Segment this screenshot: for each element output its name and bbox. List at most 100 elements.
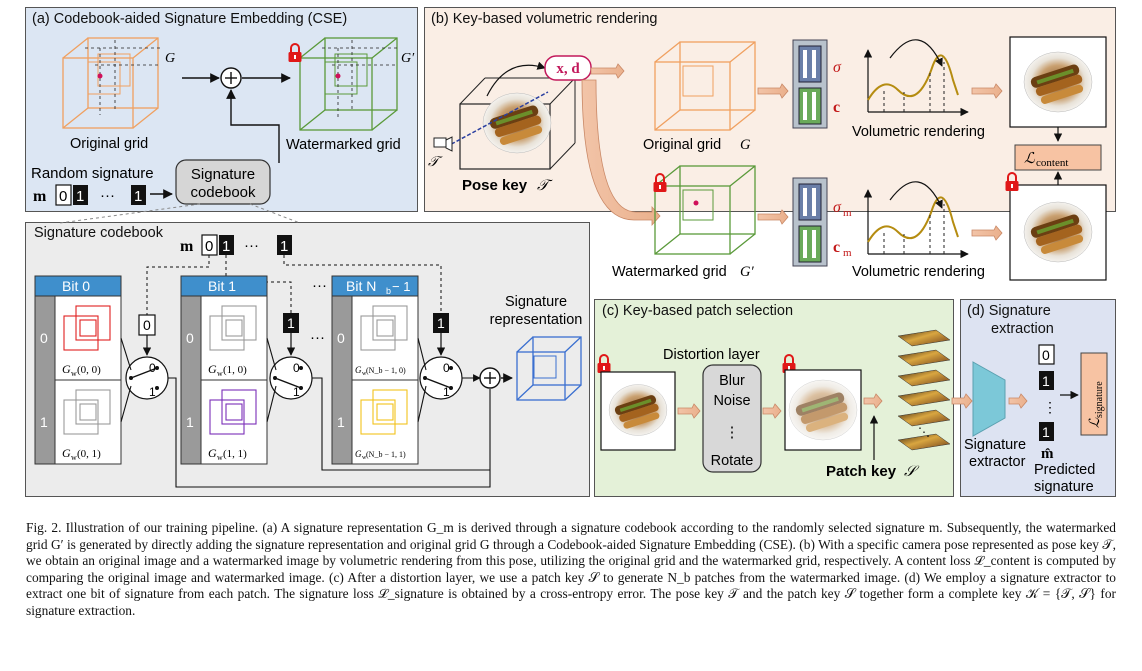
plus-circle-a	[220, 67, 242, 89]
switch-input-0-text: 0	[143, 317, 151, 333]
c-distorted-food	[788, 379, 858, 441]
b-wm-point	[693, 200, 699, 206]
vol-rendering-label-2: Volumetric rendering	[852, 264, 985, 280]
row-label-0-a: 0	[40, 330, 48, 346]
svg-text:⋱: ⋱	[918, 425, 930, 439]
sig-loss-sub: signature	[1094, 381, 1105, 418]
cell-label-n-1-sub: w	[362, 455, 367, 461]
sigma-m-sub: m	[843, 207, 852, 219]
cell-label-n-1-idx: (N_b − 1, 1)	[366, 450, 406, 459]
panel-b-title: (b) Key-based volumetric rendering	[431, 11, 658, 27]
original-grid-label: Original grid	[70, 136, 148, 152]
grid-point	[97, 73, 103, 79]
watermarked-grid-cube	[299, 37, 398, 131]
signature-extractor-shape	[972, 361, 1006, 437]
codebook-box-line1: Signature	[191, 166, 255, 183]
cb-sig-bit-last	[277, 235, 292, 255]
cell-label-0-1-idx: (0, 1)	[77, 448, 101, 460]
patch-key-sym: 𝒮	[904, 464, 920, 480]
panel-d-title-1: (d) Signature	[967, 303, 1051, 319]
bit-header-last-tail: − 1	[392, 279, 410, 294]
cb-sig-bit-last-text: 1	[280, 238, 288, 255]
camera-ray	[445, 91, 549, 148]
row-label-1-c: 1	[337, 414, 345, 430]
row-label-0-c: 0	[337, 330, 345, 346]
row-label-1-b: 1	[186, 414, 194, 430]
switch-input-last-text: 1	[437, 315, 445, 331]
pose-key-sym: 𝒯	[537, 178, 553, 194]
signature-loss-box	[1080, 352, 1108, 436]
extractor-label-1: Signature	[964, 437, 1026, 453]
camera-icon	[433, 136, 453, 152]
arrow-extractor-to-bits	[1008, 393, 1028, 409]
ray-input-label: x, d	[556, 61, 580, 77]
row-label-1-a: 1	[40, 414, 48, 430]
switch-last: 0 1	[419, 333, 463, 400]
panel-a-title: (a) Codebook-aided Signature Embedding (…	[32, 11, 348, 27]
cell-label-0-1-sub: w	[71, 453, 77, 462]
sig-loss-symbol: ℒ	[1088, 417, 1103, 428]
camera-symbol: 𝒯	[428, 155, 443, 170]
pose-key-label: Pose key	[462, 177, 528, 194]
grid-gprime-label: G′	[401, 51, 415, 66]
cell-label-1-1-g: G	[208, 446, 217, 460]
original-grid-dashes	[85, 40, 160, 115]
arrow-to-original-image	[971, 83, 1003, 99]
pred-bit-0-text: 0	[1042, 347, 1050, 363]
op-blur: Blur	[719, 373, 745, 389]
vol-rendering-label-1: Volumetric rendering	[852, 124, 985, 140]
codebook-cell-cubes	[63, 305, 408, 435]
lock-icon-c-input	[596, 354, 612, 374]
cell-label-0-0-sub: w	[71, 369, 77, 378]
c-input-food	[608, 384, 668, 436]
op-noise: Noise	[713, 393, 750, 409]
sig-rep-label-2: representation	[490, 312, 583, 328]
arrow-from-distortion	[762, 403, 782, 419]
codebook-title: Signature codebook	[34, 225, 163, 241]
cell-label-1-0-idx: (1, 0)	[223, 364, 247, 376]
panel-patch-selection: (c) Key-based patch selection	[594, 299, 954, 497]
switch-0-label-1: 1	[149, 385, 156, 399]
switch-0: 0 1	[125, 335, 169, 400]
panel-c-title: (c) Key-based patch selection	[602, 303, 794, 319]
sig-bit-0	[55, 184, 72, 206]
arrow-to-extractor	[951, 393, 973, 409]
bit-header-last-sub: b	[386, 286, 391, 296]
op-rotate: Rotate	[711, 453, 754, 469]
cell-label-n-1-g: G	[355, 449, 362, 459]
cell-label-1-1-sub: w	[217, 453, 223, 462]
render-plot-watermarked	[863, 181, 969, 259]
content-loss-sub: content	[1036, 157, 1068, 169]
cell-label-n-0-idx: (N_b − 1, 0)	[366, 366, 406, 375]
cb-sig-bit-1-text: 1	[222, 238, 230, 255]
distortion-layer-box	[702, 364, 762, 473]
cell-label-1-1-idx: (1, 1)	[223, 448, 247, 460]
sig-bit-last	[131, 185, 146, 205]
codebook-box-line2: codebook	[190, 184, 256, 201]
cb-sig-bit-0-text: 0	[205, 238, 213, 255]
cb-sig-bit-1	[219, 235, 234, 255]
predicted-label-2: signature	[1034, 479, 1094, 495]
switch-last-label-0: 0	[443, 361, 450, 375]
sig-dots-a: ···	[100, 187, 115, 204]
original-grid-cube	[62, 37, 159, 129]
switch-input-last	[433, 313, 449, 333]
sig-bit-0-text: 0	[59, 188, 67, 205]
switch-1-label-1: 1	[293, 385, 300, 399]
zoom-line-right	[249, 203, 301, 224]
arrow-to-patches	[863, 393, 883, 409]
arrow-wmgrid-to-mlp	[757, 209, 789, 225]
b-watermarked-grid-cube	[654, 165, 756, 255]
pred-bit-1-text: 1	[1042, 373, 1050, 389]
grid-g-label: G	[165, 51, 175, 66]
arrow-grid-to-mlp	[757, 83, 789, 99]
plus-circle-codebook	[479, 367, 501, 389]
b-wm-grid-sym: G′	[740, 264, 754, 280]
predicted-label-1: Predicted	[1034, 462, 1095, 478]
switch-input-1-text: 1	[287, 315, 295, 331]
cell-label-1-0-sub: w	[217, 369, 223, 378]
wm-grid-point	[335, 73, 341, 79]
lock-icon-b-image	[1004, 172, 1020, 192]
cell-label-1-0-g: G	[208, 362, 217, 376]
sig-bit-1	[73, 185, 88, 205]
